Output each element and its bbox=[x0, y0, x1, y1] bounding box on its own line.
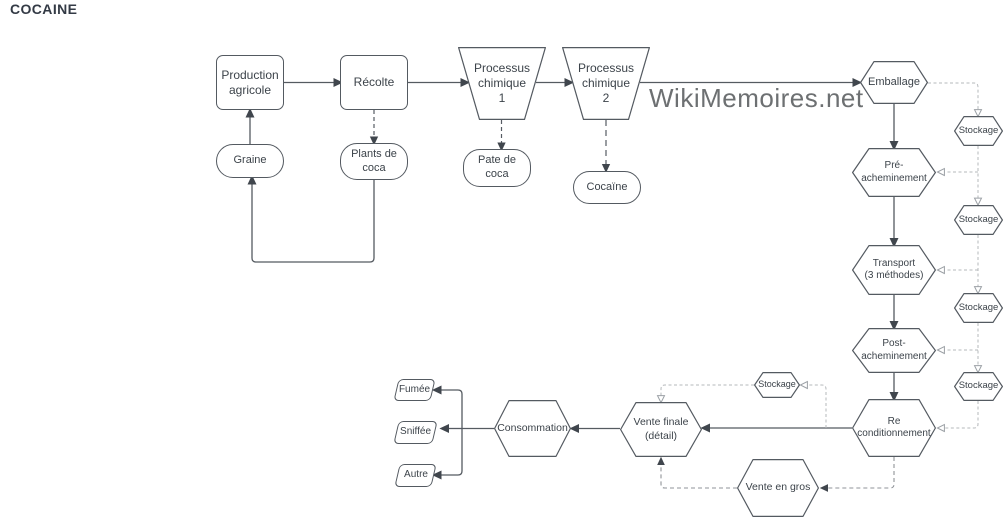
node-label: Plants de coca bbox=[351, 147, 397, 174]
edge-stockage-reconditionnement bbox=[936, 401, 979, 433]
node-emballage: Emballage bbox=[860, 61, 928, 104]
edge-stockage5-ventefinale bbox=[656, 384, 754, 404]
node-graine: Graine bbox=[216, 144, 284, 178]
node-production-agricole: Production agricole bbox=[216, 55, 284, 110]
node-plants-de-coca: Plants de coca bbox=[340, 143, 408, 180]
edge-consommation-fumee bbox=[431, 385, 463, 429]
node-processus-chimique-2: Processus chimique 2 bbox=[562, 47, 650, 120]
node-label: Stockage bbox=[958, 380, 999, 392]
node-re-conditionnement: Re conditionnement bbox=[852, 399, 936, 457]
node-label: Sniffée bbox=[400, 426, 431, 438]
watermark-text: WikiMemoires.net bbox=[649, 83, 864, 113]
node-label: Stockage bbox=[758, 379, 796, 390]
node-pate-de-coca: Pate de coca bbox=[463, 149, 531, 187]
node-label: Production agricole bbox=[221, 67, 279, 97]
node-label: Autre bbox=[403, 469, 428, 481]
node-vente-en-gros: Vente en gros bbox=[737, 459, 819, 517]
diagram-title: COCAINE bbox=[10, 1, 78, 17]
node-label: Pate de coca bbox=[478, 154, 516, 180]
node-label: Emballage bbox=[868, 75, 920, 88]
node-label: Stockage bbox=[958, 301, 999, 313]
node-post-acheminement: Post- acheminement bbox=[852, 328, 936, 373]
node-stockage-5: Stockage bbox=[754, 372, 800, 398]
node-stockage-2: Stockage bbox=[954, 205, 1003, 235]
node-label: Processus chimique 2 bbox=[577, 61, 635, 105]
node-stockage-4: Stockage bbox=[954, 372, 1003, 401]
edge-consommation-autre bbox=[431, 428, 463, 480]
node-label: Pré- acheminement bbox=[861, 160, 927, 184]
node-label: Transport (3 méthodes) bbox=[864, 257, 924, 282]
node-label: Graine bbox=[233, 154, 267, 167]
node-vente-finale: Vente finale (détail) bbox=[620, 402, 702, 457]
node-label: Vente en gros bbox=[745, 481, 811, 494]
node-transport: Transport (3 méthodes) bbox=[852, 245, 936, 295]
edge-branch-stockage5 bbox=[799, 380, 827, 428]
node-sniffee: Sniffée bbox=[393, 421, 438, 444]
node-autre: Autre bbox=[394, 464, 437, 487]
node-stockage-3: Stockage bbox=[954, 293, 1003, 323]
edge-reconditionnement-ventegros bbox=[819, 457, 895, 492]
node-label: Stockage bbox=[958, 213, 999, 225]
node-processus-chimique-1: Processus chimique 1 bbox=[458, 47, 546, 120]
node-label: Vente finale (détail) bbox=[633, 416, 689, 442]
node-label: Cocaïne bbox=[586, 180, 628, 193]
node-cocaine: Cocaïne bbox=[573, 171, 641, 204]
node-recolte: Récolte bbox=[340, 55, 408, 110]
node-label: Post- acheminement bbox=[861, 338, 927, 362]
node-label: Re conditionnement bbox=[857, 415, 931, 440]
node-label: Fumée bbox=[398, 383, 431, 395]
node-label: Consommation bbox=[497, 421, 568, 434]
node-label: Processus chimique 1 bbox=[473, 61, 531, 105]
node-consommation: Consommation bbox=[494, 400, 571, 457]
edge-emballage-stockage1 bbox=[928, 82, 983, 118]
node-stockage-1: Stockage bbox=[954, 116, 1003, 146]
node-label: Récolte bbox=[353, 75, 395, 89]
node-pre-acheminement: Pré- acheminement bbox=[852, 148, 936, 197]
edge-ventegros-ventefinale bbox=[657, 456, 737, 489]
edge-plants-graine-loop bbox=[247, 174, 375, 263]
node-fumee: Fumée bbox=[393, 379, 436, 401]
node-label: Stockage bbox=[958, 124, 999, 136]
